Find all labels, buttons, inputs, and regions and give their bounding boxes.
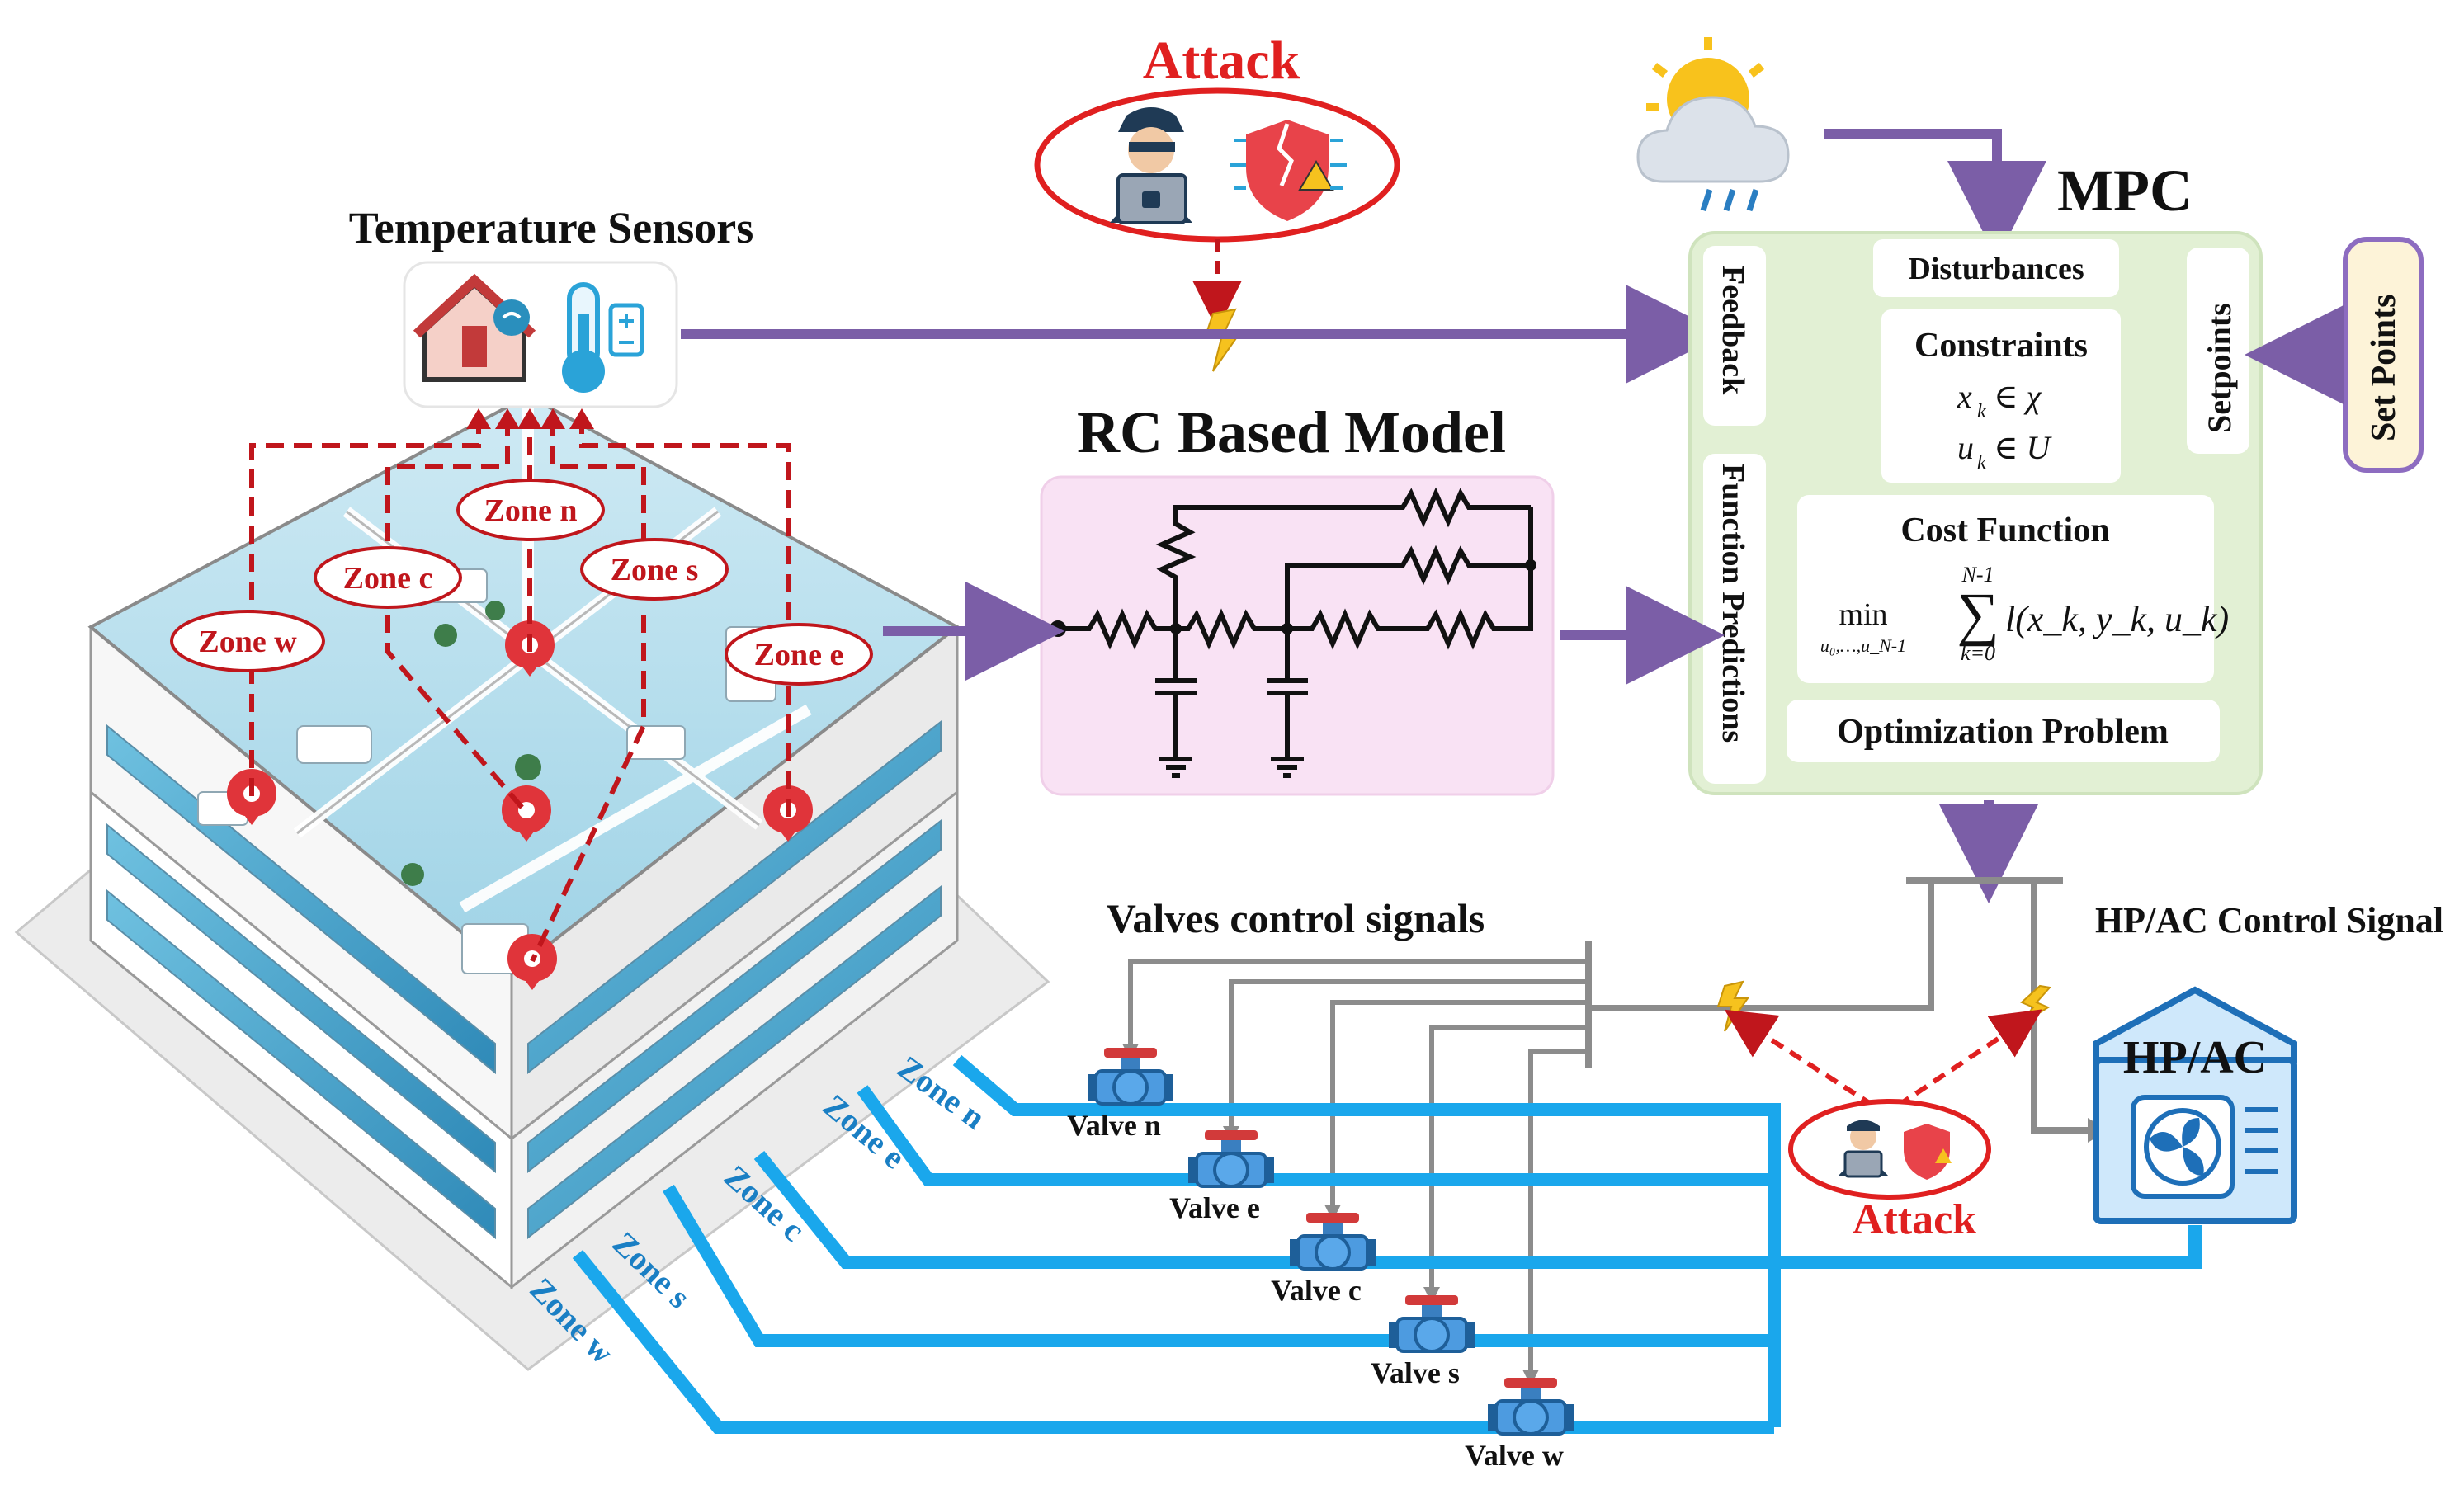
cost-function-box: Cost Function min u₀,…,u_N-1 N-1 ∑ k=0 l… [1797,495,2229,683]
svg-text:Zone c: Zone c [343,561,433,596]
zone-label-w: Zone w [170,610,325,672]
mpc-block: Feedback Function Predictions Disturbanc… [1688,231,2263,795]
valve-n-label: Valve n [1067,1109,1161,1142]
weather-icon [1636,37,1790,212]
constraints-box: Constraints x k ∈ χ u k ∈ U [1881,309,2121,483]
svg-text:Disturbances: Disturbances [1908,252,2084,286]
svg-text:Zone e: Zone e [754,638,844,672]
valve-s-label: Valve s [1371,1356,1460,1389]
attack-top-title: Attack [1143,31,1300,91]
svg-text:Constraints: Constraints [1914,327,2088,365]
mpc-title: MPC [2057,158,2193,224]
svg-text:Function Predictions: Function Predictions [1716,464,1750,743]
feedback-box: Feedback [1703,246,1766,426]
svg-text:∑: ∑ [1957,581,1999,647]
valve-control-lines [1128,959,1588,1374]
setpoints-box: Setpoints [2187,248,2249,454]
svg-text:u: u [1957,429,1974,466]
svg-text:k: k [1977,452,1986,474]
thermometer-icon [562,282,644,393]
zone-label-s: Zone s [580,538,729,601]
zone-label-c: Zone c [314,546,462,609]
valve-e-icon [1188,1130,1274,1188]
valve-n-icon [1088,1048,1173,1106]
valve-s-icon [1389,1295,1475,1353]
svg-text:min: min [1839,597,1887,632]
svg-text:Zone s: Zone s [611,553,699,587]
svg-text:Zone n: Zone n [484,493,578,528]
broken-shield-icon [1230,120,1347,221]
valve-e-label: Valve e [1169,1191,1260,1224]
svg-text:Cost Function: Cost Function [1900,512,2109,549]
disturbances-box: Disturbances [1873,239,2119,297]
svg-text:Feedback: Feedback [1716,266,1750,395]
sensor-arrowheads [466,408,594,429]
rc-circuit-box [1040,475,1555,796]
broken-shield-small-icon [1904,1124,1952,1180]
hacker-icon [1110,107,1192,224]
sensors-box [403,261,678,408]
valve-c-icon [1290,1213,1376,1271]
valve-c-label: Valve c [1271,1274,1362,1307]
svg-text:k: k [1977,401,1986,422]
valve-w-icon [1488,1378,1574,1436]
svg-text:x: x [1957,378,1972,415]
svg-text:N-1: N-1 [1961,563,1994,587]
valves-signal-label: Valves control signals [1107,895,1485,941]
fan-icon [2131,1095,2235,1199]
svg-text:Optimization Problem: Optimization Problem [1837,713,2169,751]
attack-bottom-title: Attack [1853,1196,1976,1243]
hacker-small-icon [1839,1120,1888,1178]
valve-w-label: Valve w [1465,1439,1564,1472]
sensors-title: Temperature Sensors [349,203,753,252]
zone-label-n: Zone n [456,479,605,541]
hpac-unit: HP/AC [2093,986,2297,1224]
svg-text:Set Points: Set Points [2365,295,2403,442]
hpac-signal-label: HP/AC Control Signal [2095,900,2443,941]
rc-title: RC Based Model [1077,399,1506,465]
svg-text:l(x_k, y_k, u_k): l(x_k, y_k, u_k) [2005,599,2229,639]
function-predictions-box: Function Predictions [1703,454,1766,784]
attack-bottom-badge [1724,1009,2042,1200]
svg-text:k=0: k=0 [1961,641,1995,665]
svg-text:∈ U: ∈ U [1994,429,2053,466]
svg-text:∈ χ: ∈ χ [1994,378,2042,415]
optimization-problem-box: Optimization Problem [1787,700,2220,762]
valves-layer: Valve n Valve e Valve c Valve s Valve w [1067,1048,1574,1472]
svg-text:HP/AC: HP/AC [2123,1032,2267,1083]
svg-text:Zone w: Zone w [198,625,297,659]
svg-text:u₀,…,u_N-1: u₀,…,u_N-1 [1820,635,1906,656]
smart-home-icon [413,273,536,382]
building-illustration [14,394,1050,1371]
zone-label-e: Zone e [725,623,873,686]
attack-top-badge [1034,87,1400,243]
set-points-box: Set Points [2343,237,2424,473]
signal-lines [1585,877,2092,1134]
svg-text:Setpoints: Setpoints [2201,303,2238,433]
lightning-top-icon [1203,308,1244,372]
